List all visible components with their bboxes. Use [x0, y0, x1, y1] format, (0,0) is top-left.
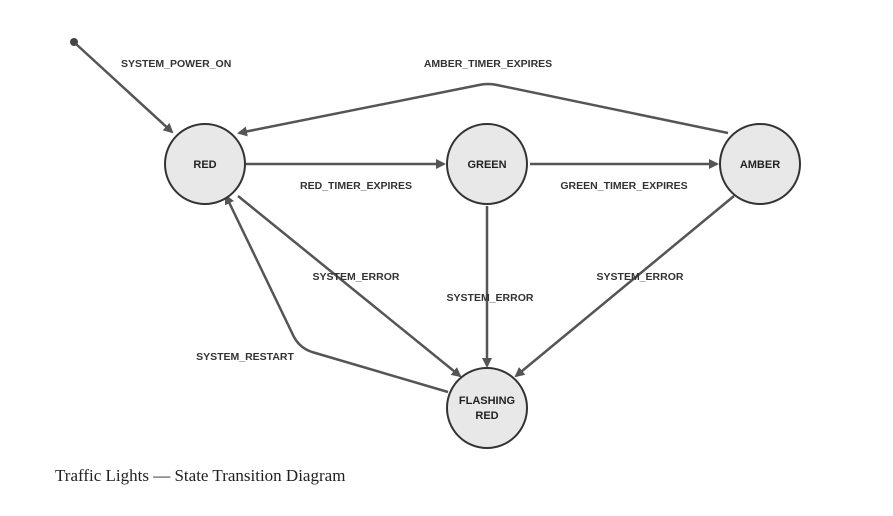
label-amber-system-error: SYSTEM_ERROR [597, 271, 684, 283]
label-amber-timer-expires: AMBER_TIMER_EXPIRES [424, 58, 552, 70]
edge-amber-to-red [237, 82, 729, 137]
label-green-system-error: SYSTEM_ERROR [447, 292, 534, 304]
diagram-caption: Traffic Lights — State Transition Diagra… [55, 466, 346, 485]
label-green-timer-expires: GREEN_TIMER_EXPIRES [560, 180, 687, 192]
state-flashing-red-label-line2: RED [475, 410, 498, 422]
edge-flashing-to-red [224, 194, 449, 394]
state-amber: AMBER [719, 123, 801, 205]
edge-amber-to-flashing [514, 195, 735, 378]
state-red: RED [164, 123, 246, 205]
label-system-power-on: SYSTEM_POWER_ON [121, 58, 231, 70]
state-green: GREEN [446, 123, 528, 205]
label-system-restart: SYSTEM_RESTART [196, 351, 294, 363]
edge-red-to-flashing [237, 195, 462, 378]
state-flashing-red-label-line1: FLASHING [459, 395, 515, 407]
edge-power-on [75, 43, 174, 134]
state-flashing-red: FLASHING RED [446, 367, 528, 449]
state-amber-label: AMBER [740, 159, 780, 171]
label-red-system-error: SYSTEM_ERROR [313, 271, 400, 283]
state-red-label: RED [193, 159, 216, 171]
state-green-label: GREEN [467, 159, 506, 171]
label-red-timer-expires: RED_TIMER_EXPIRES [300, 180, 412, 192]
